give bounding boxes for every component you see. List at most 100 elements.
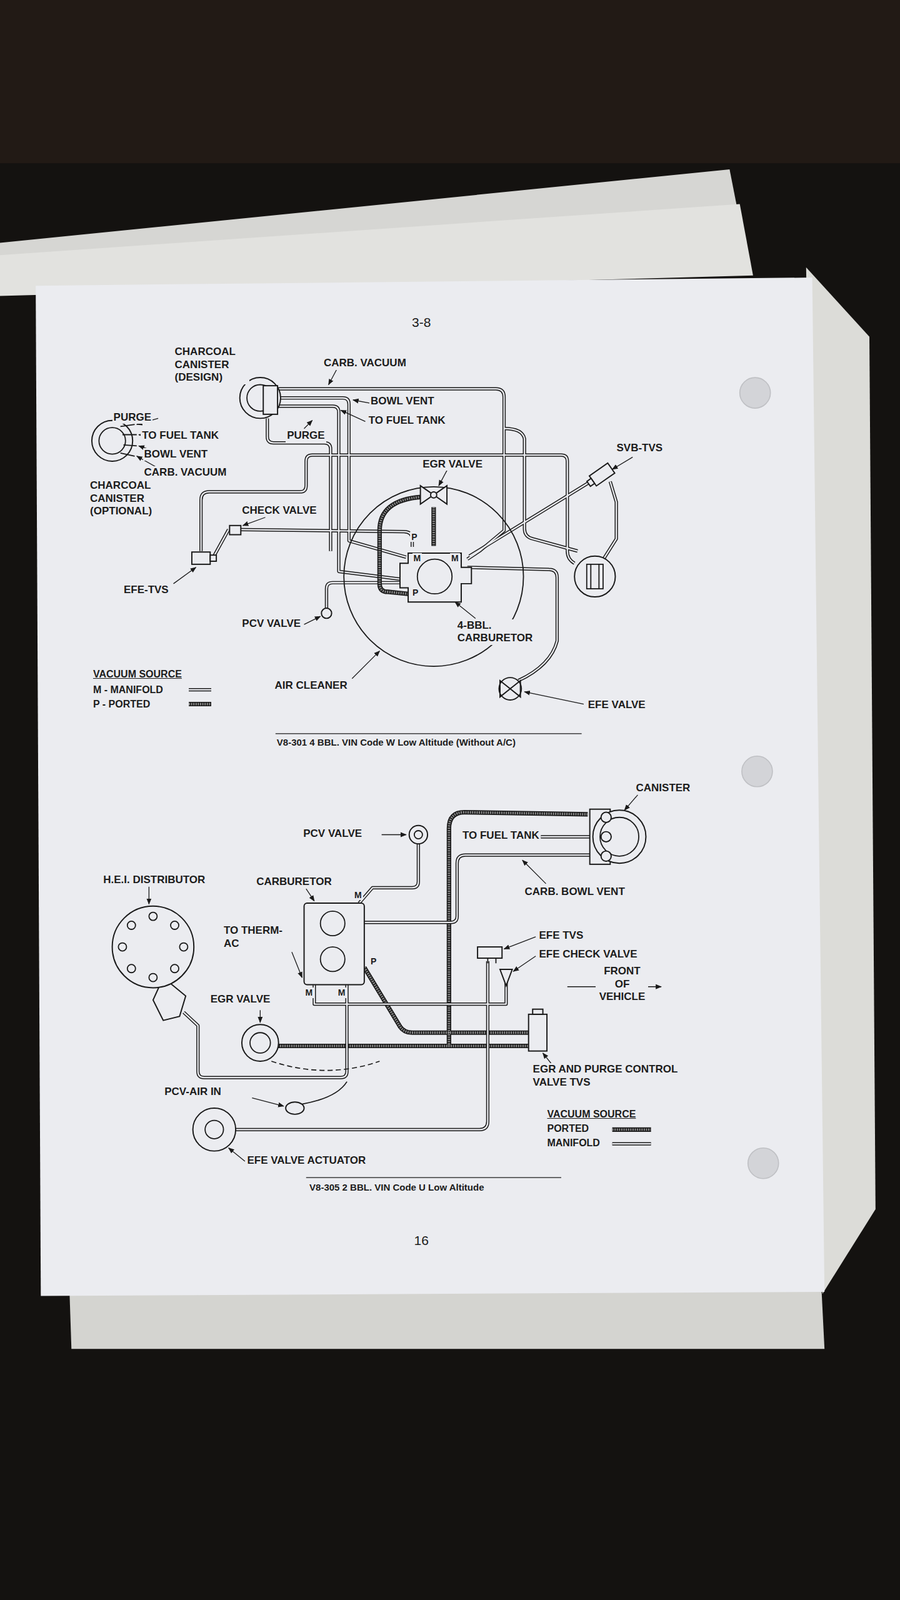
part-label: PCV VALVE [240, 617, 302, 630]
tvs-symbol [532, 1009, 543, 1015]
leader-line [353, 400, 370, 404]
legend-heading: VACUUM SOURCE [545, 1108, 637, 1120]
ported-hose [188, 701, 212, 707]
part-label: 4-BBL. CARBURETOR [456, 619, 546, 645]
port-letter: P [369, 956, 378, 967]
manifold-hose [188, 689, 212, 691]
carburetor-symbol [320, 946, 345, 972]
port-letter: M [353, 890, 364, 901]
leader-line [251, 1098, 284, 1107]
carburetor-symbol [320, 911, 345, 936]
leader-line [513, 956, 536, 972]
distributor-symbol [127, 964, 136, 973]
canister-symbol [91, 377, 281, 462]
distributor-symbol [148, 973, 157, 982]
punch-hole [748, 1148, 779, 1179]
figure-caption: V8-301 4 BBL. VIN Code W Low Altitude (W… [275, 736, 517, 749]
caption-rule [275, 733, 582, 734]
egr-valve-symbol [250, 1032, 271, 1054]
canister-symbol [593, 810, 647, 864]
manifold-hose [201, 388, 617, 681]
leader-line [243, 517, 266, 526]
leader-line [304, 616, 321, 625]
leader-line [304, 420, 313, 429]
part-label: CHARCOAL CANISTER (OPTIONAL) [88, 479, 165, 518]
leader-line [306, 888, 315, 902]
efe-valve-symbol [500, 680, 521, 697]
canister-symbol [601, 812, 612, 823]
part-label: AIR CLEANER [273, 679, 349, 692]
distributor-symbol [148, 912, 157, 921]
ported-hose [188, 496, 434, 704]
part-label: EFE VALVE [586, 698, 647, 712]
leader-line [136, 369, 633, 705]
carburetor-symbol [400, 553, 472, 602]
leader-line [455, 601, 476, 619]
distributor-symbol [112, 906, 195, 1021]
leader-line [543, 1053, 552, 1064]
page-number: 3-8 [410, 314, 432, 330]
leader-line [148, 795, 638, 1162]
tvs-symbol [477, 946, 502, 959]
part-label: H.E.I. DISTRIBUTOR [101, 873, 207, 887]
leader-line [522, 860, 547, 884]
tvs-symbol [210, 555, 217, 562]
part-label: PCV VALVE [301, 827, 364, 840]
part-label: PURGE [112, 411, 153, 424]
part-label: EFE-TVS [122, 583, 170, 597]
port-letter: M [412, 553, 423, 564]
vacuum-motor-symbol [590, 564, 599, 589]
leader-line [612, 456, 634, 470]
part-label: CARB. VACUUM [322, 356, 408, 370]
manifold-hose [188, 688, 212, 692]
leader-line [228, 1148, 245, 1162]
canister-symbol [600, 817, 639, 857]
tvs-symbol [585, 463, 615, 489]
part-label: EFE CHECK VALVE [537, 948, 639, 961]
part-label: EFE VALVE ACTUATOR [245, 1154, 367, 1167]
egr-valve-symbol [420, 485, 447, 504]
port-letter: M [450, 553, 460, 564]
part-label: CHECK VALVE [240, 504, 318, 517]
part-label: CARB. BOWL VENT [523, 885, 627, 899]
distributor-symbol [170, 964, 179, 973]
port-letter: M [304, 987, 315, 999]
part-label: EGR VALVE [421, 458, 484, 471]
paper-stack [69, 1287, 825, 1349]
part-label: CANISTER [635, 781, 692, 795]
legend-entry: P - PORTED [91, 698, 152, 710]
manifold-hose [183, 836, 652, 1144]
canister-symbol [98, 427, 125, 454]
leader-line [438, 470, 447, 486]
egr-valve-symbol [241, 1024, 279, 1062]
vacuum-motor-symbol [586, 564, 604, 589]
part-label: CHARCOAL CANISTER (DESIGN) [173, 345, 250, 384]
distributor-symbol [127, 921, 136, 930]
leader-line [260, 1010, 261, 1023]
part-label: SVB-TVS [615, 441, 664, 455]
tvs-symbol [191, 551, 217, 565]
tvs-symbol [477, 946, 502, 964]
leader-line [173, 567, 197, 584]
part-label: BOWL VENT [143, 448, 210, 461]
legend-heading: VACUUM SOURCE [91, 668, 184, 680]
port-letter: M [336, 987, 347, 999]
legend-entry: M - MANIFOLD [91, 683, 165, 696]
leader-line [504, 936, 537, 950]
carburetor-symbol [400, 553, 472, 602]
part-label: TO FUEL TANK [140, 429, 220, 442]
port-letter: P [411, 587, 420, 599]
canister-symbol [601, 851, 612, 862]
photo-ground [0, 0, 900, 164]
part-label: EFE TVS [537, 929, 585, 942]
page-sheet [35, 277, 825, 1296]
check-valve-symbol [500, 969, 513, 986]
page-number: 16 [413, 1232, 430, 1249]
figure-caption: V8-305 2 BBL. VIN Code U Low Altitude [308, 1181, 485, 1194]
check-valve-symbol [229, 525, 241, 535]
tvs-symbol [528, 1009, 547, 1052]
air-inlet-symbol [285, 1101, 304, 1115]
